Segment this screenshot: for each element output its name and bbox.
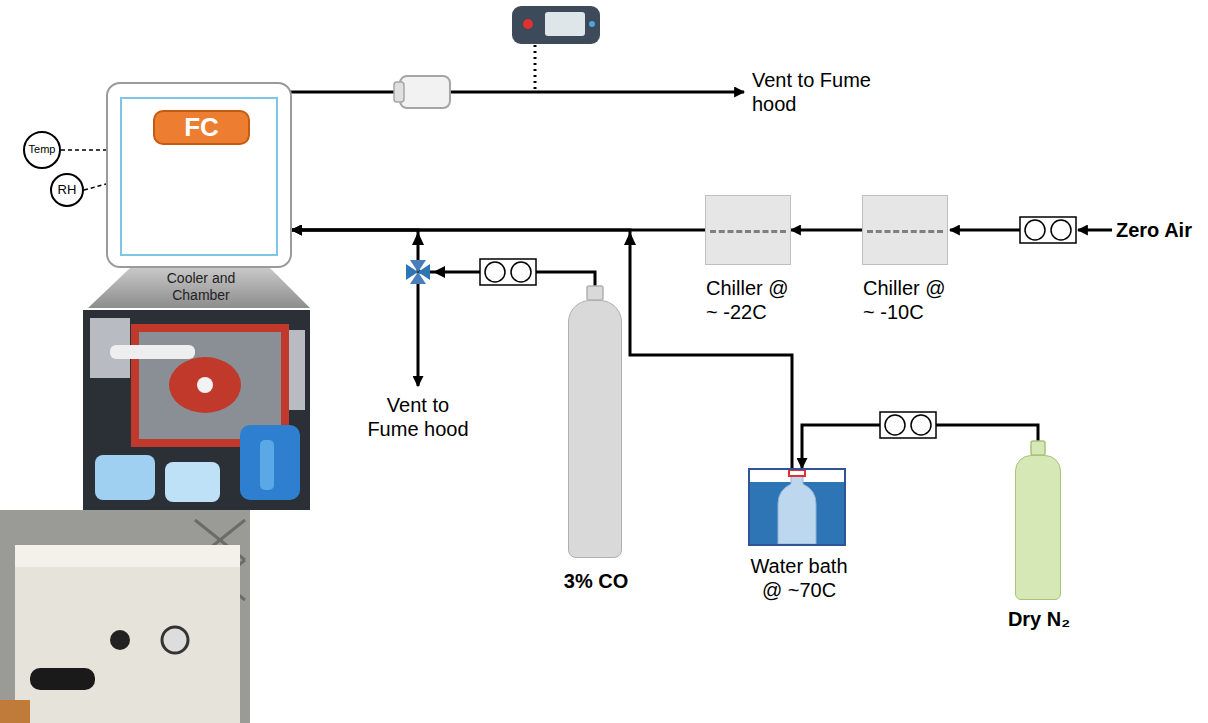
meter-light (523, 19, 533, 29)
node-label: RH (58, 182, 77, 198)
gauge (162, 627, 188, 653)
ice-pack (95, 455, 155, 500)
node-label: FC (184, 112, 219, 143)
photo-cooler-side (0, 510, 250, 723)
sensor-lead (84, 184, 106, 190)
chamber-box: Cooler and ChamberFC (106, 82, 292, 268)
flow-meter-dial (1025, 220, 1045, 240)
bottle-cap (789, 470, 805, 476)
flow-meter (880, 412, 936, 438)
knob (110, 630, 130, 650)
gas-line (292, 230, 792, 468)
tube-photo (110, 345, 195, 359)
gas-cylinder: Dry N₂ (1015, 455, 1061, 600)
bubbler-bottle (778, 476, 816, 544)
zero-air-pipe (1078, 229, 1112, 232)
label-band (88, 268, 310, 308)
node-label: Chiller @ ~ -22C (706, 276, 798, 324)
sensor-photo (169, 357, 241, 413)
cooler-lid (15, 545, 240, 567)
co-meter (512, 6, 600, 44)
flow-meter-dial (885, 415, 905, 435)
cylinder-valve (587, 286, 603, 300)
chiller-box: Chiller @ ~ -10C (862, 195, 948, 265)
flow-meter-dial (485, 262, 505, 282)
meter-screen (545, 12, 585, 36)
chiller-coil (710, 230, 786, 233)
flow-meter (480, 259, 536, 285)
zero-air-pipe (950, 229, 1020, 232)
photo-cooler-top (83, 310, 310, 510)
flow-meter-dial (511, 262, 531, 282)
hose (30, 668, 95, 690)
node-label: Dry N₂ (996, 607, 1082, 631)
valve (410, 260, 426, 272)
vent-pipe (450, 91, 744, 94)
water-bath: Water bath @ ~70C (748, 468, 846, 546)
gas-line (292, 230, 595, 286)
flow-arrow (412, 232, 424, 245)
flow-meter (1020, 217, 1076, 243)
gas-cylinder: 3% CO (568, 300, 622, 558)
sensor-port (197, 377, 213, 393)
label-anchor: Vent to Fume hood (752, 68, 892, 116)
node-label: Water bath @ ~70C (744, 554, 854, 602)
flow-label: Zero Air (1116, 218, 1206, 242)
rh-sensor: RH (50, 173, 84, 207)
flow-arrow (433, 266, 445, 278)
vent-pipe (417, 282, 420, 386)
chiller-coil (867, 230, 943, 233)
flow-label: Vent to Fume hood (752, 68, 892, 116)
temp-sensor: Temp (23, 131, 61, 169)
fuel-cell-sensor: FC (153, 110, 250, 145)
bath-illustration (750, 470, 844, 544)
node-label: 3% CO (556, 569, 636, 593)
label-anchor: Zero Air (1116, 218, 1206, 242)
flow-meter-dial (1051, 220, 1071, 240)
meter-lead (534, 45, 537, 90)
sensor-lead (61, 149, 106, 151)
flow-arrow (624, 232, 636, 245)
cylinder-valve (1031, 441, 1045, 455)
ice-pack (240, 425, 300, 500)
node-label: Chiller @ ~ -10C (863, 276, 955, 324)
ice-pack (165, 462, 220, 502)
cooler-body (15, 567, 240, 723)
flow-meter-dial (911, 415, 931, 435)
filter (400, 76, 450, 108)
flow-label: Vent to Fume hood (363, 393, 473, 441)
node-label: Cooler and Chamber (148, 270, 254, 304)
ice-pack-ridge (260, 440, 274, 490)
meter-button (589, 21, 595, 27)
gas-line (791, 229, 862, 232)
valve (410, 272, 426, 284)
chiller-box: Chiller @ ~ -22C (705, 195, 791, 265)
fitting (0, 700, 30, 723)
filter-cap (394, 82, 404, 102)
node-label: Temp (29, 143, 56, 156)
label-anchor: Vent to Fume hood (363, 393, 473, 441)
